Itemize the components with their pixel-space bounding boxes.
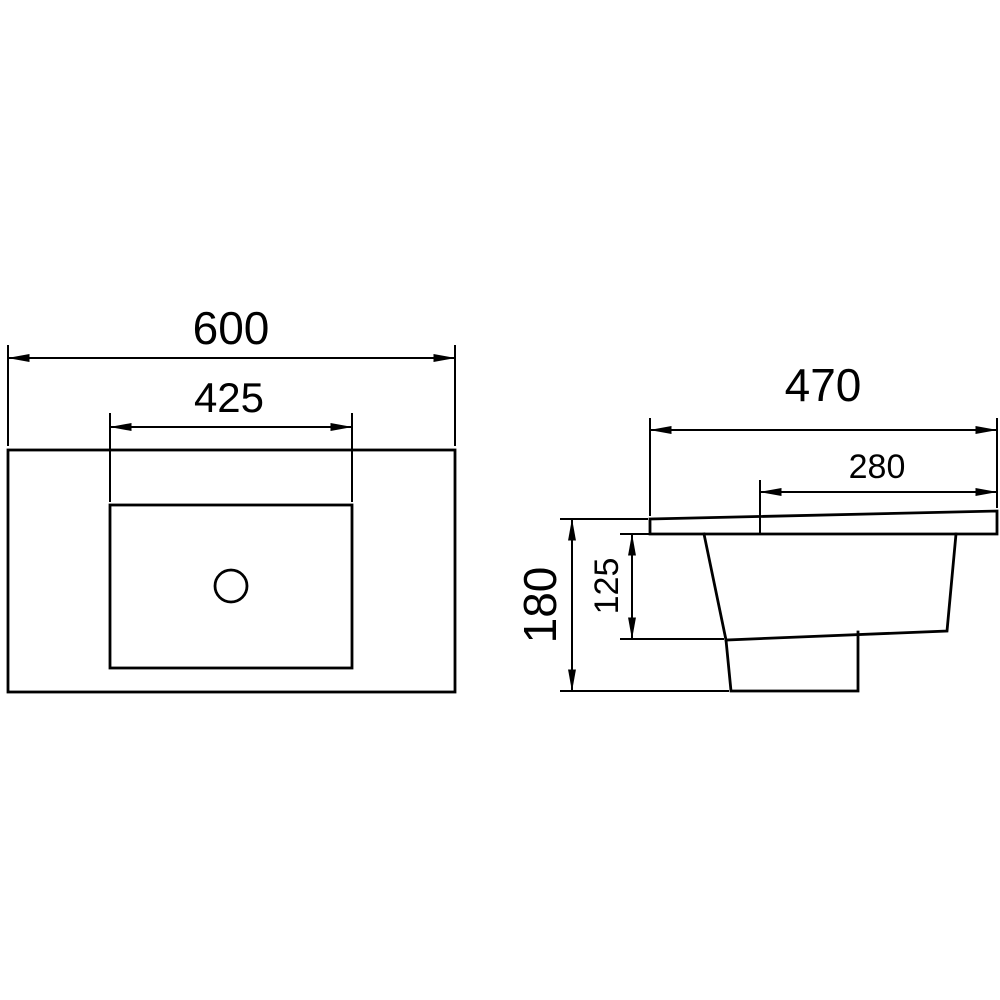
dim-470-label: 470 xyxy=(785,359,862,411)
top-view-outline xyxy=(6,448,457,694)
dim-425-label: 425 xyxy=(194,374,264,421)
dim-600-label: 600 xyxy=(193,302,270,354)
side-view-trap-box xyxy=(724,630,860,693)
drain-hole xyxy=(213,568,249,604)
top-view: 600 425 xyxy=(6,302,457,694)
side-view-rim-slab xyxy=(648,509,999,536)
side-view: 470 280 180 125 xyxy=(514,359,999,693)
dim-180-label: 180 xyxy=(514,567,566,644)
bowl-cutout-rect xyxy=(108,503,354,670)
dim-280-label: 280 xyxy=(849,448,906,486)
dim-125-label: 125 xyxy=(588,558,626,615)
side-view-bowl-profile xyxy=(702,532,958,642)
